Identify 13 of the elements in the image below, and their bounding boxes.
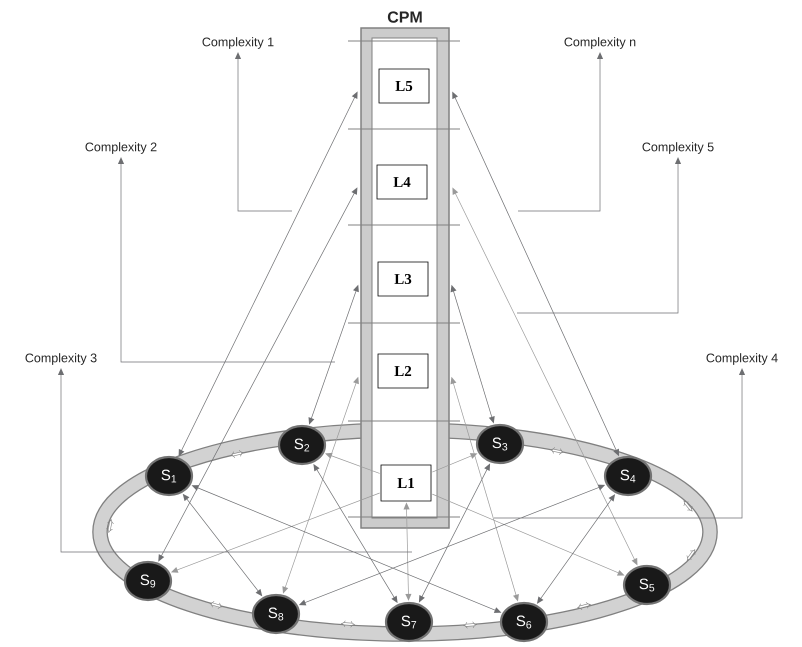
- complexity-label: Complexity 2: [86, 142, 156, 154]
- complexity-label: Complexity 3: [26, 353, 97, 365]
- level-box: L3: [378, 262, 428, 296]
- level-box: L1: [380, 464, 432, 502]
- level-box: L4: [376, 164, 428, 200]
- arrow: [432, 453, 478, 472]
- level-box: L5: [378, 68, 430, 104]
- complexity-label: Complexity 5: [642, 142, 714, 154]
- complexity-label: Complexity n: [564, 37, 636, 49]
- complexity-label: Complexity 1: [202, 37, 274, 49]
- level-box: L2: [378, 354, 428, 388]
- column-title: CPM: [388, 11, 422, 23]
- complexity-label: Complexity 4: [706, 353, 778, 365]
